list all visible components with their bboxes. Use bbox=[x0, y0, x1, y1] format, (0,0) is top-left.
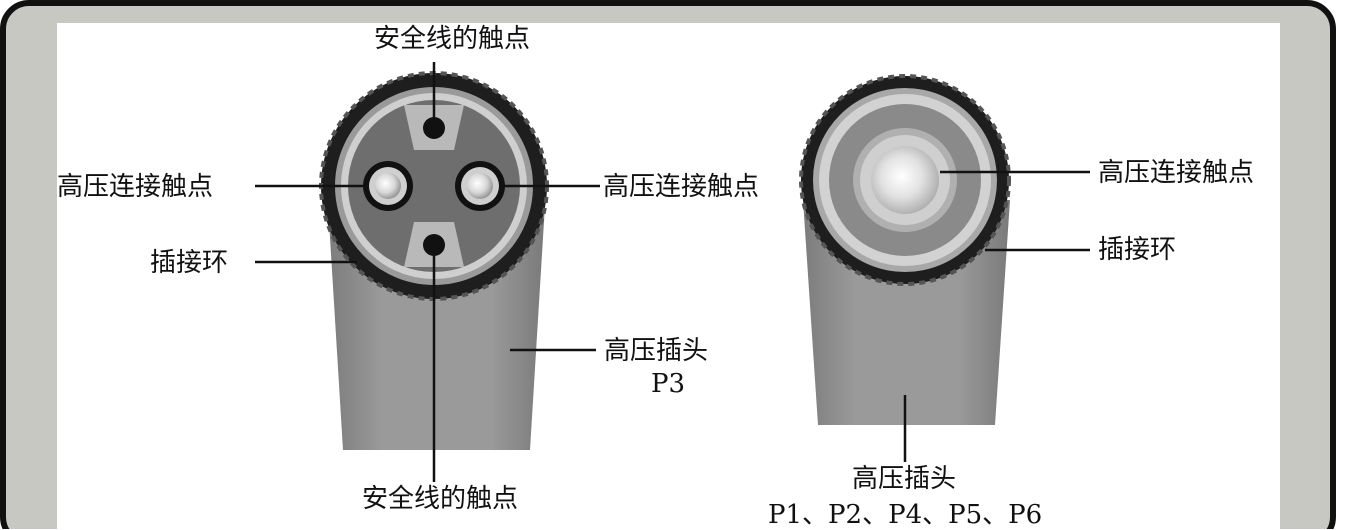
left-plug-face bbox=[348, 100, 520, 272]
label-left-hv-contact-right: 高压连接触点 bbox=[603, 172, 760, 202]
white-panel bbox=[57, 23, 1280, 529]
label-right-plug-name: 高压插头 bbox=[852, 464, 957, 494]
label-right-ring: 插接环 bbox=[1098, 235, 1177, 265]
label-left-plug-id: P3 bbox=[651, 369, 686, 399]
label-left-hv-contact-left: 高压连接触点 bbox=[57, 172, 214, 202]
left-safety-contact-top bbox=[423, 117, 445, 139]
left-hv-pin-right bbox=[467, 173, 493, 199]
label-left-bottom-safety: 安全线的触点 bbox=[362, 484, 519, 514]
leader-lines bbox=[255, 62, 1090, 482]
left-hv-pin-left bbox=[375, 173, 401, 199]
right-hv-pin bbox=[871, 146, 939, 214]
label-left-plug-name: 高压插头 bbox=[604, 336, 709, 366]
label-left-top-safety: 安全线的触点 bbox=[374, 24, 531, 54]
label-right-hv-contact: 高压连接触点 bbox=[1098, 158, 1255, 188]
right-plug bbox=[799, 74, 1011, 425]
label-right-plug-ids: P1、P2、P4、P5、P6 bbox=[768, 500, 1043, 530]
left-safety-contact-bottom bbox=[423, 234, 445, 256]
label-left-ring: 插接环 bbox=[150, 248, 229, 278]
left-plug bbox=[319, 71, 549, 450]
